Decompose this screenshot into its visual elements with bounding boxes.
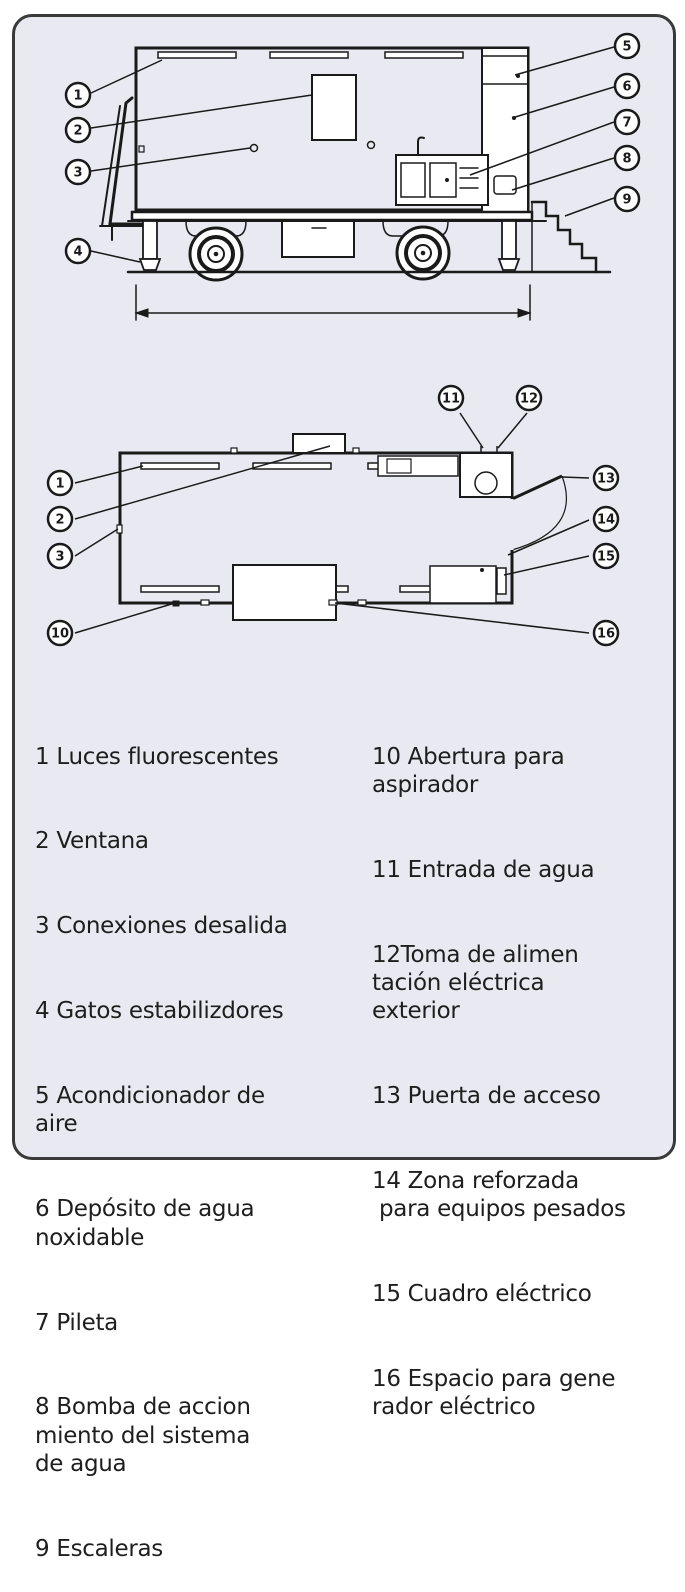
callout-8: 8 bbox=[613, 144, 641, 172]
svg-text:15: 15 bbox=[597, 550, 615, 565]
callout-12: 12 bbox=[515, 384, 543, 412]
legend-item-16: 16 Espacio para gene rador eléctrico bbox=[372, 1366, 616, 1421]
callout-10: 10 bbox=[46, 619, 74, 647]
svg-text:9: 9 bbox=[622, 193, 631, 208]
legend-item-6: 6 Depósito de agua noxidable bbox=[35, 1196, 255, 1251]
legend-item-9: 9 Escaleras bbox=[35, 1535, 163, 1562]
side-view bbox=[99, 46, 612, 321]
svg-text:1: 1 bbox=[55, 477, 64, 492]
callout-plan-1: 1 bbox=[46, 469, 74, 497]
plan-leaders bbox=[74, 412, 590, 634]
legend-item-8: 8 Bomba de accion miento del sistema de … bbox=[35, 1394, 251, 1478]
callout-13: 13 bbox=[592, 464, 620, 492]
legend-item-7: 7 Pileta bbox=[35, 1309, 118, 1336]
callout-2: 2 bbox=[64, 116, 92, 144]
legend-item-2: 2 Ventana bbox=[35, 828, 149, 855]
svg-text:13: 13 bbox=[597, 472, 615, 487]
callout-7: 7 bbox=[613, 108, 641, 136]
callout-9: 9 bbox=[613, 185, 641, 213]
svg-text:2: 2 bbox=[73, 124, 82, 139]
svg-text:3: 3 bbox=[73, 166, 82, 181]
legend-item-10: 10 Abertura para aspirador bbox=[372, 743, 565, 798]
callout-15: 15 bbox=[592, 542, 620, 570]
callout-3: 3 bbox=[64, 158, 92, 186]
legend-right: 10 Abertura para aspirador 11 Entrada de… bbox=[372, 686, 626, 1450]
svg-text:4: 4 bbox=[73, 245, 82, 260]
callout-6: 6 bbox=[613, 72, 641, 100]
svg-text:7: 7 bbox=[622, 116, 631, 131]
callout-11: 11 bbox=[437, 384, 465, 412]
callout-1: 1 bbox=[64, 81, 92, 109]
callout-5: 5 bbox=[613, 32, 641, 60]
svg-text:2: 2 bbox=[55, 513, 64, 528]
svg-text:1: 1 bbox=[73, 89, 82, 104]
legend-item-1: 1 Luces fluorescentes bbox=[35, 743, 279, 770]
svg-text:14: 14 bbox=[597, 513, 615, 528]
svg-text:10: 10 bbox=[51, 627, 69, 642]
callout-4: 4 bbox=[64, 237, 92, 265]
legend-item-12: 12Toma de alimen tación eléctrica exteri… bbox=[372, 941, 579, 1025]
callout-14: 14 bbox=[592, 505, 620, 533]
svg-text:5: 5 bbox=[622, 40, 631, 55]
legend-left: 1 Luces fluorescentes 2 Ventana 3 Conexi… bbox=[35, 686, 288, 1592]
legend-item-13: 13 Puerta de acceso bbox=[372, 1083, 601, 1110]
legend-item-3: 3 Conexiones desalida bbox=[35, 913, 288, 940]
callout-plan-3: 3 bbox=[46, 542, 74, 570]
legend-item-14: 14 Zona reforzada para equipos pesados bbox=[372, 1168, 626, 1223]
plan-view bbox=[116, 433, 567, 621]
svg-text:12: 12 bbox=[520, 392, 538, 407]
legend-item-5: 5 Acondicionador de aire bbox=[35, 1083, 265, 1138]
side-window bbox=[311, 74, 357, 141]
svg-text:8: 8 bbox=[622, 152, 631, 167]
side-leaders bbox=[90, 46, 615, 263]
legend-item-4: 4 Gatos estabilizdores bbox=[35, 998, 284, 1025]
legend-item-11: 11 Entrada de agua bbox=[372, 856, 595, 883]
legend-item-15: 15 Cuadro eléctrico bbox=[372, 1281, 592, 1308]
side-wheel-right bbox=[395, 225, 451, 281]
callout-plan-2: 2 bbox=[46, 505, 74, 533]
callout-16: 16 bbox=[592, 619, 620, 647]
svg-text:11: 11 bbox=[442, 392, 460, 407]
side-wheel-left bbox=[188, 226, 244, 282]
svg-text:16: 16 bbox=[597, 627, 615, 642]
svg-text:6: 6 bbox=[622, 80, 631, 95]
svg-text:3: 3 bbox=[55, 550, 64, 565]
